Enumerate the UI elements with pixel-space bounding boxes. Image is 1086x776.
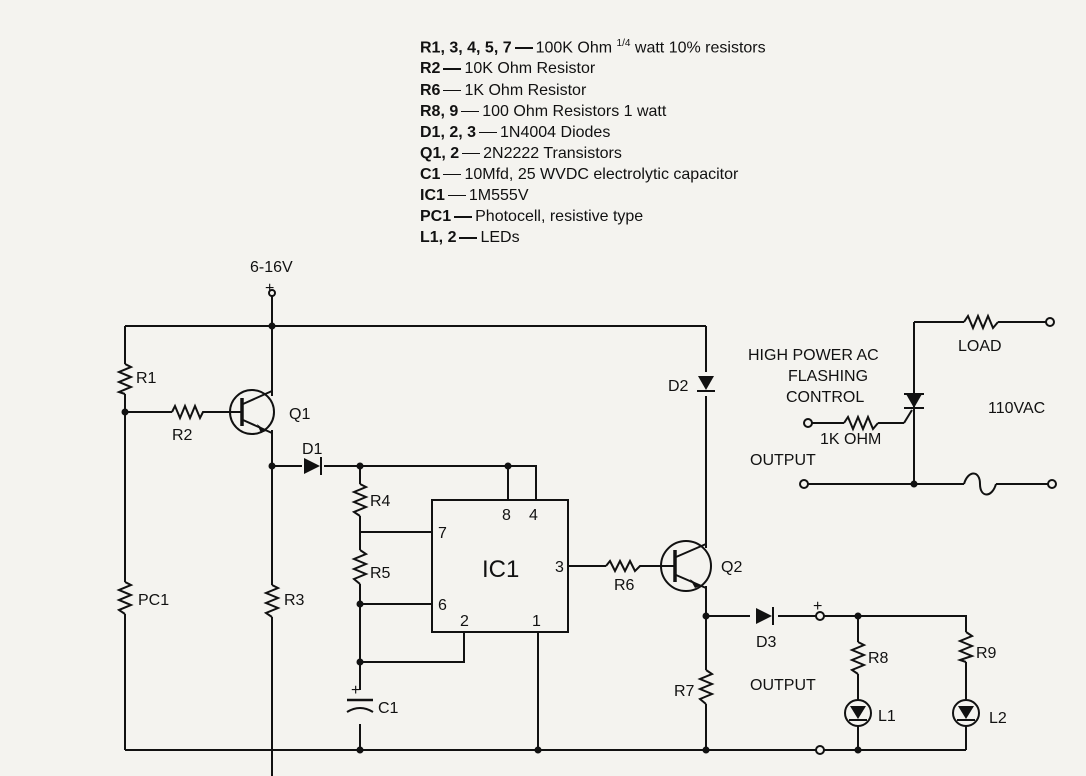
fuse-symbol [963, 472, 997, 496]
label-l1: L1 [878, 708, 896, 725]
ic-pin-3: 3 [555, 559, 564, 576]
ac-mains-label: 110VAC [988, 400, 1045, 417]
supply-voltage-label: 6-16V [250, 259, 293, 276]
label-pc1: PC1 [138, 592, 169, 609]
part-desc: 1N4004 Diodes [500, 123, 611, 141]
ic-pin-8: 8 [502, 507, 511, 524]
ac-output-label: OUTPUT [750, 452, 816, 469]
label-r6: R6 [614, 577, 635, 594]
part-fraction: 1/4 [616, 38, 631, 49]
resistor-r3 [263, 584, 281, 618]
diode-d2 [697, 376, 715, 392]
part-ref: PC1 [420, 208, 452, 226]
ic1-label: IC1 [482, 556, 519, 583]
parts-list-item: PC1 Photocell, resistive type [420, 206, 766, 227]
label-r4: R4 [370, 493, 391, 510]
supply-plus-sign: + [265, 280, 274, 297]
label-c1: C1 [378, 700, 399, 717]
label-r7: R7 [674, 683, 695, 700]
parts-list-item: L1, 2 LEDs [420, 227, 766, 248]
part-ref: R8, 9 [420, 102, 459, 120]
ic-pin-7: 7 [438, 525, 447, 542]
diode-d1 [304, 457, 322, 475]
resistor-r9 [956, 631, 975, 663]
part-desc: 100 Ohm Resistors 1 watt [482, 102, 667, 120]
parts-list-item: R6 1K Ohm Resistor [420, 80, 766, 101]
resistor-load [963, 313, 999, 331]
part-ref: R1, 3, 4, 5, 7 [420, 39, 512, 57]
led-l1 [844, 699, 872, 727]
part-desc: 10K Ohm Resistor [464, 60, 596, 78]
part-desc: Photocell, resistive type [475, 208, 644, 226]
label-r9: R9 [976, 645, 997, 662]
ic-pin-2: 2 [460, 613, 469, 630]
parts-list-item: IC1 1M555V [420, 185, 766, 206]
part-ref: C1 [420, 165, 441, 183]
part-ref: IC1 [420, 186, 445, 204]
label-r1: R1 [136, 370, 157, 387]
part-desc: 1M555V [468, 186, 529, 204]
label-r2: R2 [172, 427, 193, 444]
parts-list: R1, 3, 4, 5, 7 100K Ohm 1/4 watt 10% resi… [420, 33, 766, 248]
output-label-low: OUTPUT [750, 677, 816, 694]
part-ref: R6 [420, 81, 441, 99]
triac-symbol [903, 393, 924, 424]
parts-list-item: R8, 9 100 Ohm Resistors 1 watt [420, 101, 766, 122]
terminals [268, 289, 1057, 755]
resistor-r7 [697, 669, 715, 705]
ac-title-line1: HIGH POWER AC [748, 347, 879, 364]
part-ref: Q1, 2 [420, 144, 460, 162]
ac-title-line2: FLASHING [788, 368, 868, 385]
wires [124, 296, 1048, 776]
photocell-pc1 [116, 581, 134, 615]
capacitor-plus-sign: + [351, 682, 360, 699]
resistor-r1 [116, 363, 134, 395]
label-r5: R5 [370, 565, 391, 582]
parts-list-item: R1, 3, 4, 5, 7 100K Ohm 1/4 watt 10% resi… [420, 33, 766, 58]
resistor-r5 [351, 549, 369, 585]
led-l2 [952, 699, 980, 727]
part-desc-end: watt 10% resistors [630, 39, 766, 57]
label-r8: R8 [868, 650, 889, 667]
resistor-r2 [171, 403, 206, 421]
parts-list-item: R2 10K Ohm Resistor [420, 58, 766, 79]
label-d3: D3 [756, 634, 777, 651]
part-desc: 100K Ohm [535, 39, 617, 57]
part-ref: R2 [420, 60, 441, 78]
output-plus-sign: + [813, 598, 822, 615]
ac-title-line3: CONTROL [786, 389, 864, 406]
part-desc: 10Mfd, 25 WVDC electrolytic capacitor [464, 165, 739, 183]
part-desc: LEDs [480, 229, 520, 247]
resistor-r6 [605, 558, 644, 574]
junction-dots [121, 322, 918, 754]
resistor-r8 [849, 641, 867, 675]
label-d1: D1 [302, 441, 323, 458]
label-q2: Q2 [721, 559, 742, 576]
parts-list-item: D1, 2, 3 1N4004 Diodes [420, 122, 766, 143]
part-ref: L1, 2 [420, 229, 457, 247]
label-l2: L2 [989, 710, 1007, 727]
resistor-r4 [351, 483, 369, 517]
part-ref: D1, 2, 3 [420, 123, 477, 141]
label-d2: D2 [668, 378, 689, 395]
transistor-q2 [660, 540, 712, 592]
parts-list-item: C1 10Mfd, 25 WVDC electrolytic capacitor [420, 164, 766, 185]
resistor-1k-ohm [843, 414, 879, 432]
ic-pin-4: 4 [529, 507, 538, 524]
ac-resistor-label: 1K OHM [820, 431, 881, 448]
part-desc: 1K Ohm Resistor [464, 81, 587, 99]
label-q1: Q1 [289, 406, 310, 423]
ac-load-label: LOAD [958, 338, 1002, 355]
ic-pin-1: 1 [532, 613, 541, 630]
parts-list-item: Q1, 2 2N2222 Transistors [420, 143, 766, 164]
label-r3: R3 [284, 592, 305, 609]
capacitor-c1 [346, 698, 374, 713]
transistor-q1 [229, 389, 275, 435]
part-desc: 2N2222 Transistors [483, 144, 622, 162]
ic-pin-6: 6 [438, 597, 447, 614]
ic1-chip [431, 499, 569, 633]
diode-d3 [756, 607, 774, 625]
